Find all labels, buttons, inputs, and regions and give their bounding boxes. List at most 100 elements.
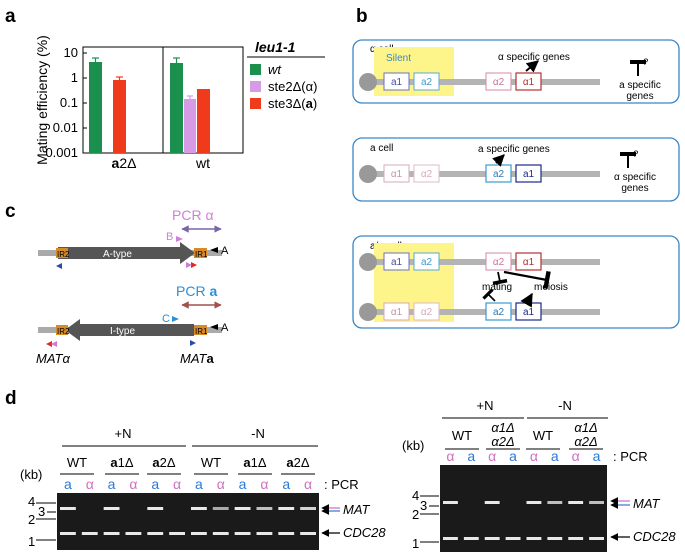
cdc28-band xyxy=(103,532,120,535)
mat-band xyxy=(191,507,207,510)
a-type-cassette: PCR α B IR2 IR1 A-type A xyxy=(38,207,229,269)
y-axis-label: Mating efficiency (%) xyxy=(34,35,50,165)
mat-a-label: MATa xyxy=(180,351,214,366)
svg-text:4: 4 xyxy=(28,494,35,509)
left-strain-label: WT xyxy=(201,455,221,470)
alpha-specific-genes-label: α specific genes xyxy=(498,52,570,63)
cdc28-band xyxy=(300,532,316,535)
svg-text:A: A xyxy=(221,245,229,257)
panel-b: b α cell Silent a1 a2 α2 α1 α specific g… xyxy=(352,6,680,329)
mat-band xyxy=(568,501,584,504)
svg-text:B: B xyxy=(166,231,173,243)
right-lane-label: α xyxy=(488,448,496,464)
svg-text:2: 2 xyxy=(412,507,419,522)
y-ticks: 10 1 0.1 0.01 0.001 xyxy=(45,45,78,160)
cdc28-band xyxy=(169,532,185,535)
cdc28-band-label-right: CDC28 xyxy=(633,529,676,544)
a-cell: a cell α1 α2 a2 a1 a specific genes ? α … xyxy=(352,137,680,202)
right-strain-label-2: α2Δ xyxy=(491,434,514,449)
svg-text:IR1: IR1 xyxy=(195,327,208,336)
pcr-a-label: PCR a xyxy=(176,283,217,299)
svg-text:genes: genes xyxy=(621,183,648,194)
cdc28-band xyxy=(443,537,458,540)
a-specific-genes-label: a specific genes xyxy=(478,144,550,155)
left-lane-label: a xyxy=(64,476,72,492)
mat-alpha-label: MATα xyxy=(36,351,70,366)
right-lane-label: α xyxy=(572,448,580,464)
cdc28-band xyxy=(568,537,584,540)
bar-wt-wt xyxy=(170,63,183,153)
svg-text:a2: a2 xyxy=(493,169,505,180)
svg-text:IR1: IR1 xyxy=(195,250,208,259)
cdc28-band-label-left: CDC28 xyxy=(343,525,386,540)
kb-label-right: (kb) xyxy=(402,438,424,453)
silent-label: Silent xyxy=(386,53,411,64)
mat-band xyxy=(103,507,120,510)
right-strain-label: α1Δ xyxy=(491,420,514,435)
svg-text:α specific: α specific xyxy=(614,172,656,183)
mat-band xyxy=(526,501,542,504)
a-cell-title: a cell xyxy=(370,143,393,154)
mat-band xyxy=(589,501,604,504)
cdc28-band xyxy=(81,532,98,535)
cdc28-band xyxy=(191,532,207,535)
left-lane-label: a xyxy=(239,476,247,492)
svg-text:α1: α1 xyxy=(523,257,535,268)
alpha-cell: α cell Silent a1 a2 α2 α1 α specific gen… xyxy=(352,39,680,104)
legend-label-ste3: ste3Δ(a) xyxy=(268,96,317,111)
left-lane-label: a xyxy=(151,476,159,492)
mat-band xyxy=(300,507,316,510)
right-lane-label: α xyxy=(446,448,454,464)
svg-text:a2: a2 xyxy=(421,257,433,268)
left-markers: 4 3 2 1 xyxy=(28,494,56,549)
cdc28-band xyxy=(125,532,142,535)
cdc28-band xyxy=(278,532,295,535)
svg-text:2: 2 xyxy=(28,512,35,527)
mat-band xyxy=(484,501,500,504)
left-lane-label: a xyxy=(108,476,116,492)
cdc28-band xyxy=(547,537,563,540)
a-alpha-cell: a/α cell a1 a2 α2 α1 α1 α2 a2 a1 mating … xyxy=(352,235,680,329)
bar-a2d-wt xyxy=(89,62,102,153)
cdc28-band xyxy=(589,537,604,540)
cdc28-band xyxy=(484,537,500,540)
mat-band xyxy=(256,507,273,510)
gene-a2: a2 xyxy=(421,77,433,88)
left-strain-label: a1Δ xyxy=(243,455,266,470)
legend-title: leu1-1 xyxy=(255,39,296,55)
mat-band xyxy=(60,507,76,510)
bar-wt-ste2 xyxy=(184,99,196,153)
y-tick-0.1: 0.1 xyxy=(60,95,78,110)
pcr-row-label-left: : PCR xyxy=(324,477,359,492)
left-strain-label: a2Δ xyxy=(152,455,175,470)
panel-a: a Mating efficiency (%) 10 1 0.1 0.01 0.… xyxy=(5,6,325,171)
left-lane-label: α xyxy=(129,476,137,492)
left-lane-label: a xyxy=(282,476,290,492)
panel-d-letter: d xyxy=(5,388,17,409)
y-tick-0.001: 0.001 xyxy=(45,145,78,160)
svg-text:1: 1 xyxy=(412,536,419,551)
panel-c: c PCR α B IR2 IR1 A-type A PCR a C xyxy=(5,201,229,366)
legend-swatch-ste3 xyxy=(250,98,261,109)
svg-text:IR2: IR2 xyxy=(57,327,70,336)
mat-band xyxy=(147,507,164,510)
gene-alpha1: α1 xyxy=(523,77,535,88)
left-lane-label: α xyxy=(217,476,225,492)
right-strain-label: WT xyxy=(452,428,472,443)
x-group-a2d: a2Δ xyxy=(112,155,137,171)
gene-alpha2: α2 xyxy=(493,77,505,88)
svg-text:4: 4 xyxy=(412,488,419,503)
gene-a1: a1 xyxy=(391,77,403,88)
panel-b-letter: b xyxy=(356,6,368,27)
right-lane-label: a xyxy=(467,448,475,464)
legend-swatch-wt xyxy=(250,64,261,75)
cdc28-band xyxy=(212,532,229,535)
svg-text:α1: α1 xyxy=(391,169,403,180)
i-type-label: I-type xyxy=(110,326,135,337)
svg-text:α2: α2 xyxy=(421,169,433,180)
svg-text:?: ? xyxy=(633,149,638,159)
cdc28-band xyxy=(234,532,251,535)
svg-text:α2: α2 xyxy=(421,307,433,318)
